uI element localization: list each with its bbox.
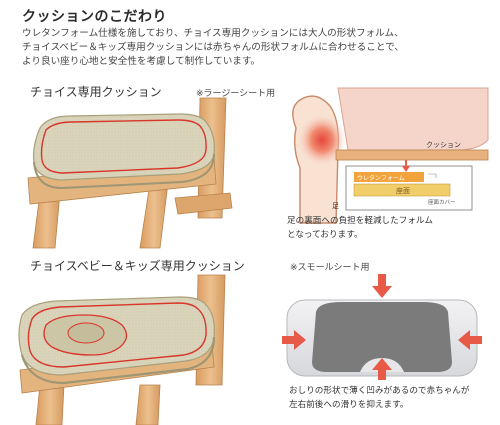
description-line-2: チョイスベビー＆キッズ専用クッションには赤ちゃんの形状フォルムに合わせることで、 xyxy=(22,42,404,53)
red-outline xyxy=(27,302,207,368)
section2-label: チョイスベビー＆キッズ専用クッション xyxy=(30,259,245,273)
cushion-cross-section-diagram: 足 クッション ウレタンフォーム 座面 座面カバー xyxy=(292,87,489,224)
description: ウレタンフォーム仕様を施しており、チョイス専用クッションには大人の形状フォルム、… xyxy=(22,27,492,69)
section2-note: ※スモールシート用 xyxy=(290,263,370,273)
arrow-left-icon xyxy=(458,330,482,350)
arrow-right-icon xyxy=(282,330,306,350)
foam-layer-label: ウレタンフォーム xyxy=(357,174,405,182)
section2-caption-line-2: 左右前後への滑りを抑えます。 xyxy=(289,400,409,410)
page-title: クッションのこだわり xyxy=(22,9,167,25)
section2-caption-line-1: おしりの形状で薄く凹みがあるので赤ちゃんが xyxy=(289,386,470,396)
description-line-1: ウレタンフォーム仕様を施しており、チョイス専用クッションには大人の形状フォルム、 xyxy=(22,28,404,39)
red-outline xyxy=(40,119,207,174)
leg-label: 足 xyxy=(332,202,339,210)
chair-leg xyxy=(139,182,169,249)
section2-caption: おしりの形状で薄く凹みがあるので赤ちゃんが 左右前後への滑りを抑えます。 xyxy=(289,384,469,412)
gray-seat-area xyxy=(312,302,452,372)
small-cushion-illustration xyxy=(18,274,226,425)
arrow-up-icon xyxy=(372,358,392,380)
large-cushion-illustration xyxy=(27,97,233,249)
cushion-layer-label: クッション xyxy=(426,141,461,149)
seat-layer-label: 座面 xyxy=(396,186,410,195)
section1-caption: 足の裏面への負担を軽減したフォルム となっております。 xyxy=(287,214,433,242)
cover-layer-label: 座面カバー xyxy=(428,198,456,206)
description-line-3: より良い座り心地と安全性を考慮して制作しています。 xyxy=(22,56,261,67)
section1-caption-line-1: 足の裏面への負担を軽減したフォルム xyxy=(287,216,433,226)
section1-note: ※ラージーシート用 xyxy=(196,89,276,99)
section1-label: チョイス専用クッション xyxy=(30,85,162,99)
slip-prevention-diagram xyxy=(282,274,482,380)
arrow-down-icon xyxy=(372,274,392,298)
section1-caption-line-2: となっております。 xyxy=(287,230,363,240)
